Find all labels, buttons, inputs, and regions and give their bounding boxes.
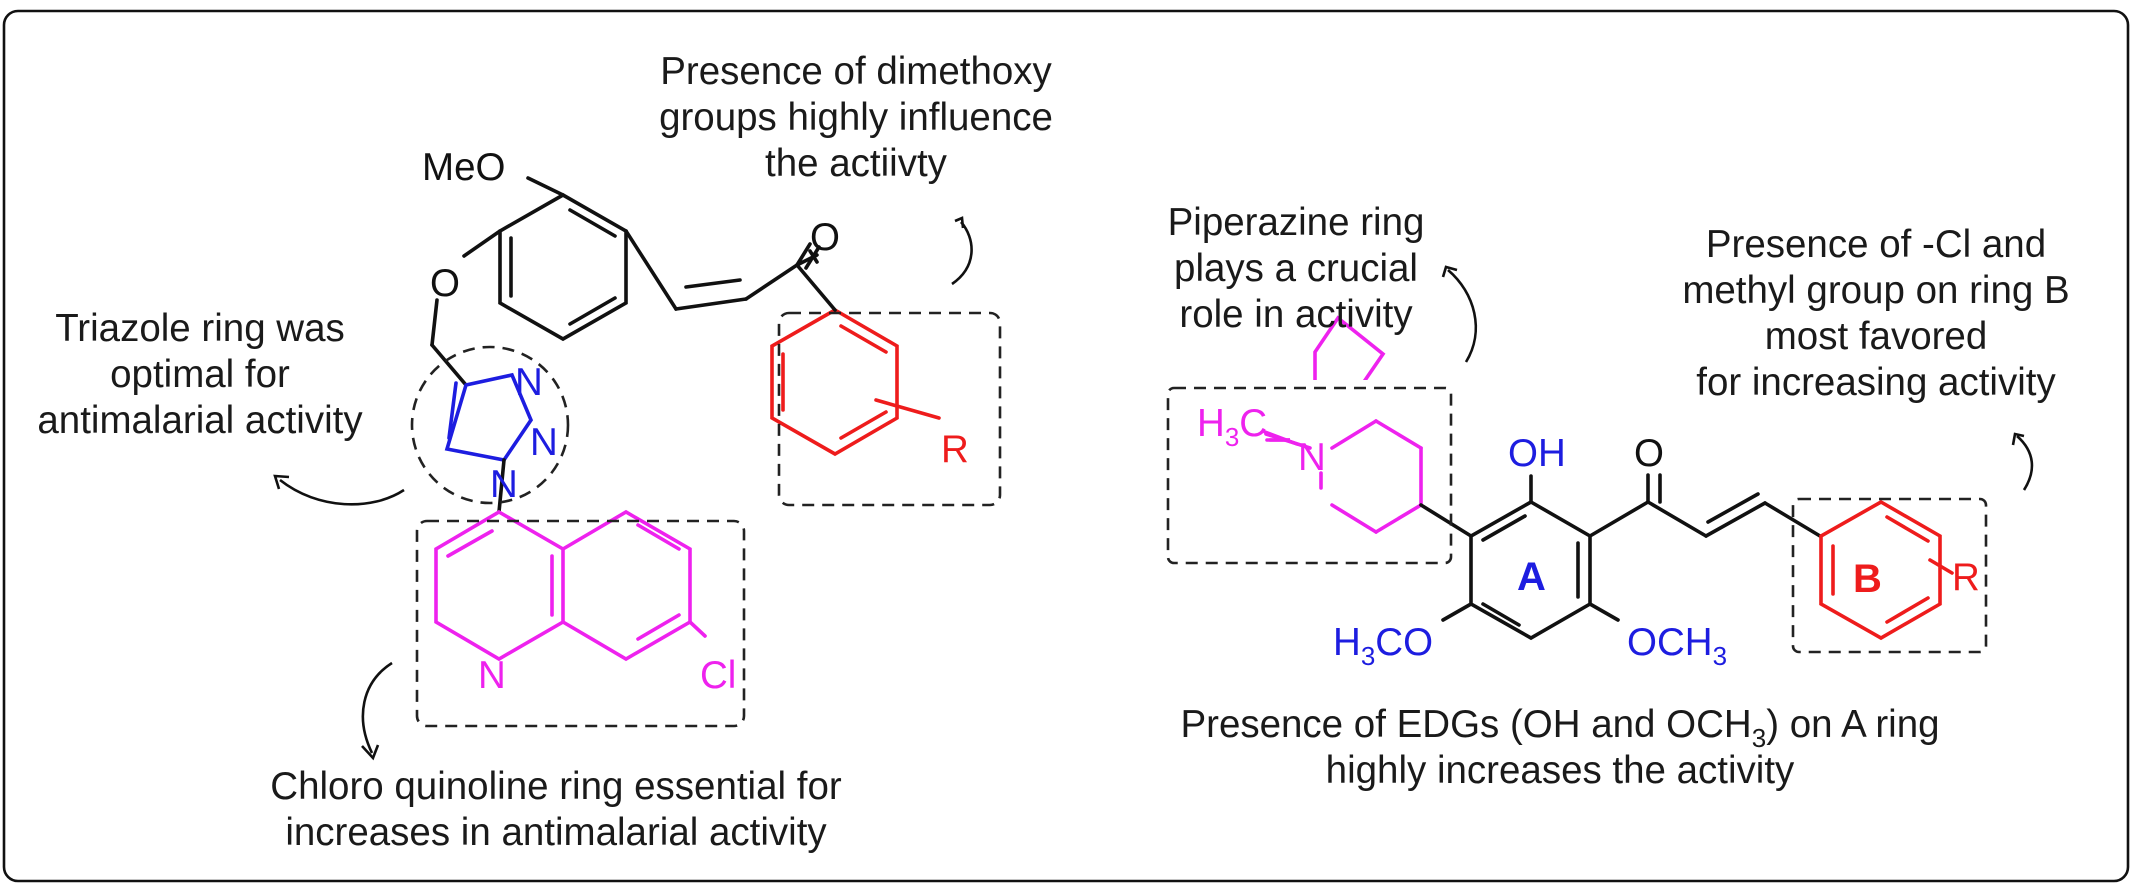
svg-text:increases in antimalarial acti: increases in antimalarial activity — [285, 811, 827, 854]
triazole-n-label: N — [530, 421, 558, 464]
piperazine-arrow — [1447, 269, 1478, 363]
left-red-ring — [770, 307, 899, 457]
svg-text:methyl group on ring B: methyl group on ring B — [1682, 269, 2069, 312]
arrowhead — [361, 744, 380, 761]
ring-b — [1819, 499, 1942, 641]
arrowhead — [273, 474, 290, 490]
methoxy-label: MeO — [422, 146, 505, 189]
arrowhead — [1441, 265, 1458, 278]
quinoline-ring — [434, 509, 707, 662]
chloro-methyl-arrow — [2016, 435, 2034, 491]
svg-text:groups highly influence: groups highly influence — [659, 96, 1053, 139]
left-methoxy-label: H3CO — [1333, 621, 1433, 671]
svg-text:Chloro quinoline ring essentia: Chloro quinoline ring essential for — [270, 765, 842, 808]
ring-b-label: B — [1853, 557, 1882, 601]
arrowhead — [2011, 432, 2025, 446]
svg-text:most favored: most favored — [1765, 315, 1988, 358]
svg-text:Presence of dimethoxy: Presence of dimethoxy — [660, 50, 1052, 93]
triazole-arrow — [279, 478, 405, 506]
ether-oxygen-label: O — [430, 262, 460, 305]
piperazine-annotation: Piperazine ring plays a crucial role in … — [1168, 201, 1425, 336]
piperazine-highlight-box — [1166, 386, 1453, 565]
outer-border — [2, 9, 2130, 883]
ring-a-label: A — [1517, 555, 1546, 599]
right-r-group-label: R — [1952, 556, 1980, 599]
svg-text:Presence of EDGs (OH and OCH3): Presence of EDGs (OH and OCH3) on A ring — [1180, 703, 1939, 753]
quinoline-n-label: N — [478, 654, 506, 697]
svg-text:antimalarial activity: antimalarial activity — [37, 399, 363, 442]
svg-text:Presence of -Cl and: Presence of -Cl and — [1706, 223, 2046, 266]
ring-b-highlight-box — [1791, 497, 1988, 654]
h3c-label: H3C — [1197, 402, 1267, 452]
svg-text:role in activity: role in activity — [1179, 293, 1413, 336]
left-r-group-label: R — [941, 428, 969, 471]
svg-text:Piperazine ring: Piperazine ring — [1168, 201, 1425, 244]
dimethoxy-arrow — [951, 221, 973, 286]
triazole-n-label: N — [490, 463, 518, 506]
quinoline-annotation: Chloro quinoline ring essential for incr… — [270, 765, 842, 854]
triazole-n-label: N — [515, 361, 543, 404]
red-ring-highlight-box — [777, 311, 1002, 507]
svg-text:plays a crucial: plays a crucial — [1174, 247, 1418, 290]
right-carbonyl-oxygen-label: O — [1634, 432, 1664, 475]
triazole-highlight-circle — [410, 345, 570, 505]
quinoline-arrow — [361, 661, 393, 754]
svg-text:optimal for: optimal for — [110, 353, 290, 396]
arrowhead — [954, 216, 965, 229]
edg-annotation: Presence of EDGs (OH and OCH3) on A ring… — [1180, 703, 1939, 792]
left-molecule — [430, 176, 941, 662]
svg-text:highly increases the activity: highly increases the activity — [1326, 749, 1795, 792]
chloro-methyl-annotation: Presence of -Cl and methyl group on ring… — [1682, 223, 2069, 404]
svg-text:Triazole ring was: Triazole ring was — [55, 307, 345, 350]
chloro-label: Cl — [700, 654, 736, 697]
left-carbonyl-oxygen-label: O — [810, 216, 840, 259]
triazole-ring — [444, 372, 534, 462]
hydroxy-label: OH — [1508, 432, 1566, 475]
right-methoxy-label: OCH3 — [1627, 621, 1727, 671]
piperidine-n-label: N — [1298, 436, 1326, 479]
svg-text:the actiivty: the actiivty — [765, 142, 948, 185]
dimethoxy-annotation: Presence of dimethoxy groups highly infl… — [659, 50, 1053, 185]
svg-text:for increasing activity: for increasing activity — [1696, 361, 2056, 404]
triazole-annotation: Triazole ring was optimal for antimalari… — [37, 307, 363, 442]
